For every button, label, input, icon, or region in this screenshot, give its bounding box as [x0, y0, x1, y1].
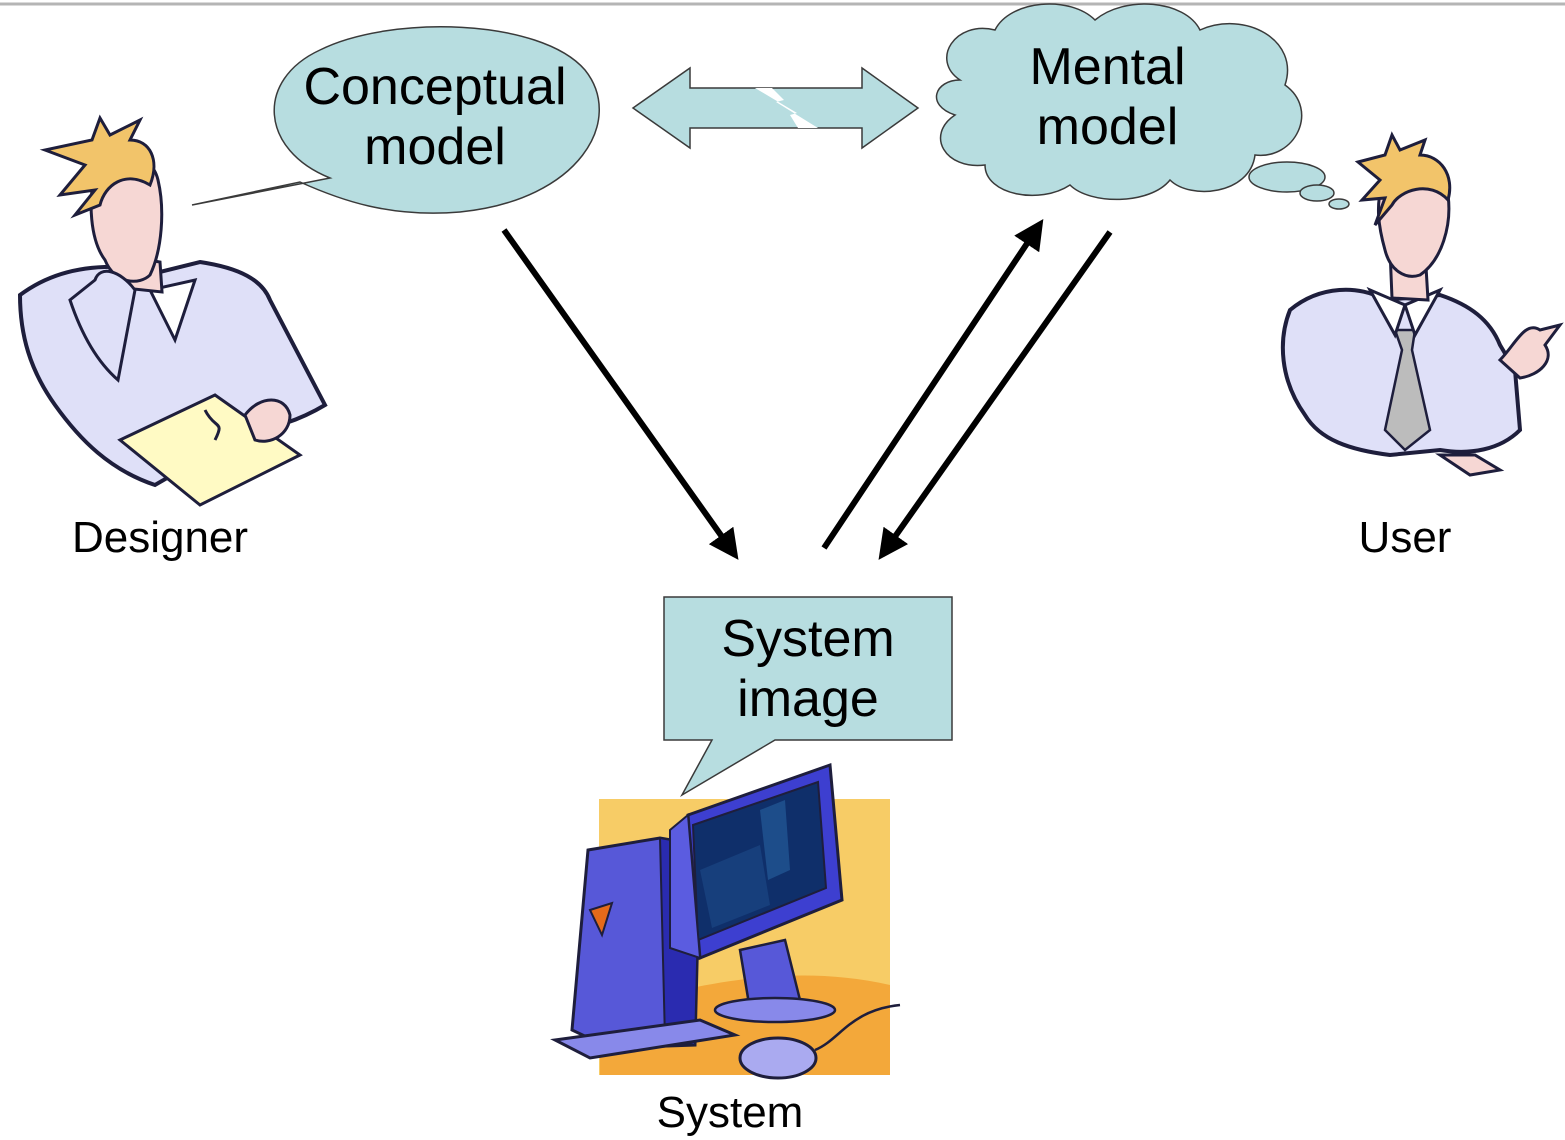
system-image-callout [663, 596, 953, 798]
mental-model-cloud [935, 3, 1350, 210]
designer-clipart-icon [17, 114, 328, 507]
arrow-conceptual-to-system [501, 228, 739, 560]
mental-model-line1: Mental [1029, 38, 1186, 96]
mental-model-line2: model [1036, 97, 1179, 156]
system-image-line2: image [737, 669, 879, 728]
user-label: User [1358, 513, 1452, 562]
arrow-system-to-mental [821, 219, 1044, 550]
system-image-label: System image [670, 610, 946, 730]
system-label: System [656, 1088, 804, 1137]
system-image-line1: System [721, 610, 895, 668]
computer-clipart-icon [550, 762, 901, 1080]
mental-model-label: Mental model [985, 38, 1230, 158]
user-clipart-icon [1280, 131, 1564, 477]
comparison-double-arrow [631, 66, 920, 150]
conceptual-model-line2: model [364, 117, 506, 176]
conceptual-model-line1: Conceptual [303, 58, 567, 116]
lightning-icon [755, 88, 818, 128]
designer-label: Designer [71, 513, 249, 562]
conceptual-model-label: Conceptual model [290, 58, 580, 178]
conceptual-model-bubble [191, 26, 600, 214]
arrow-mental-to-system [878, 230, 1113, 560]
